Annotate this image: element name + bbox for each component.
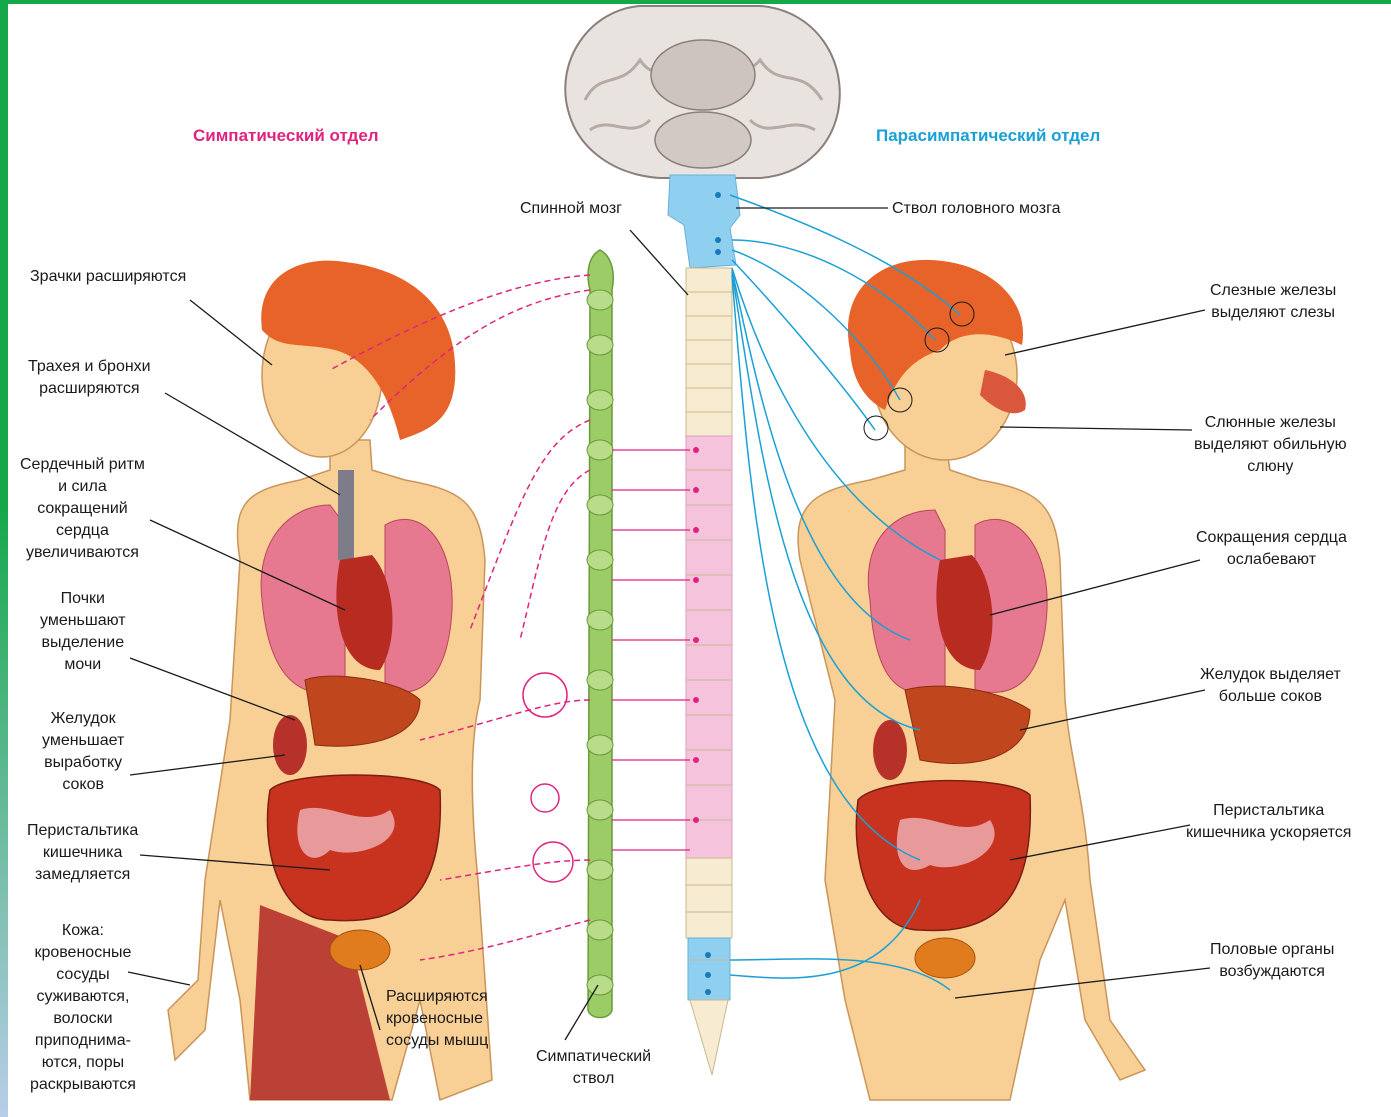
label-peristalsis-speeds-up: Перистальтика кишечника ускоряется — [1186, 800, 1351, 844]
label-bronchi-dilate: Трахея и бронхи расширяются — [28, 356, 151, 400]
label-salivary-glands: Слюнные железы выделяют обильную слюну — [1194, 412, 1347, 478]
label-stomach-more-juices: Желудок выделяет больше соков — [1200, 664, 1341, 708]
label-skin-effects: Кожа: кровеносные сосуды суживаются, вол… — [30, 920, 136, 1096]
sympathetic-header: Симпатический отдел — [193, 126, 379, 146]
label-muscle-vessels-dilate: Расширяются кровеносные сосуды мышц — [386, 986, 488, 1052]
sympathetic-trunk-label: Симпатический ствол — [536, 1046, 651, 1090]
spinal-column — [668, 175, 740, 1075]
sympathetic-ganglia — [523, 673, 573, 882]
label-tear-glands: Слезные железы выделяют слезы — [1210, 280, 1336, 324]
label-pupils-dilate: Зрачки расширяются — [30, 266, 186, 288]
label-kidneys-reduce-urine: Почки уменьшают выделение мочи — [40, 588, 126, 676]
brain — [565, 6, 840, 178]
sympathetic-rami — [612, 450, 690, 850]
label-peristalsis-slows: Перистальтика кишечника замедляется — [27, 820, 138, 886]
brainstem-label: Ствол головного мозга — [892, 198, 1060, 220]
label-heart-rate-increase: Сердечный ритм и сила сокращений сердца … — [20, 454, 145, 564]
label-stomach-reduces-juices: Желудок уменьшает выработку соков — [42, 708, 124, 796]
parasympathetic-header: Парасимпатический отдел — [876, 126, 1100, 146]
right-figure — [798, 260, 1145, 1100]
left-figure — [168, 261, 492, 1100]
label-genitals-aroused: Половые органы возбуждаются — [1210, 939, 1334, 983]
sympathetic-trunk — [588, 250, 613, 1018]
spinal-cord-label: Спинной мозг — [520, 198, 622, 220]
label-heart-slows: Сокращения сердца ослабевают — [1196, 527, 1347, 571]
